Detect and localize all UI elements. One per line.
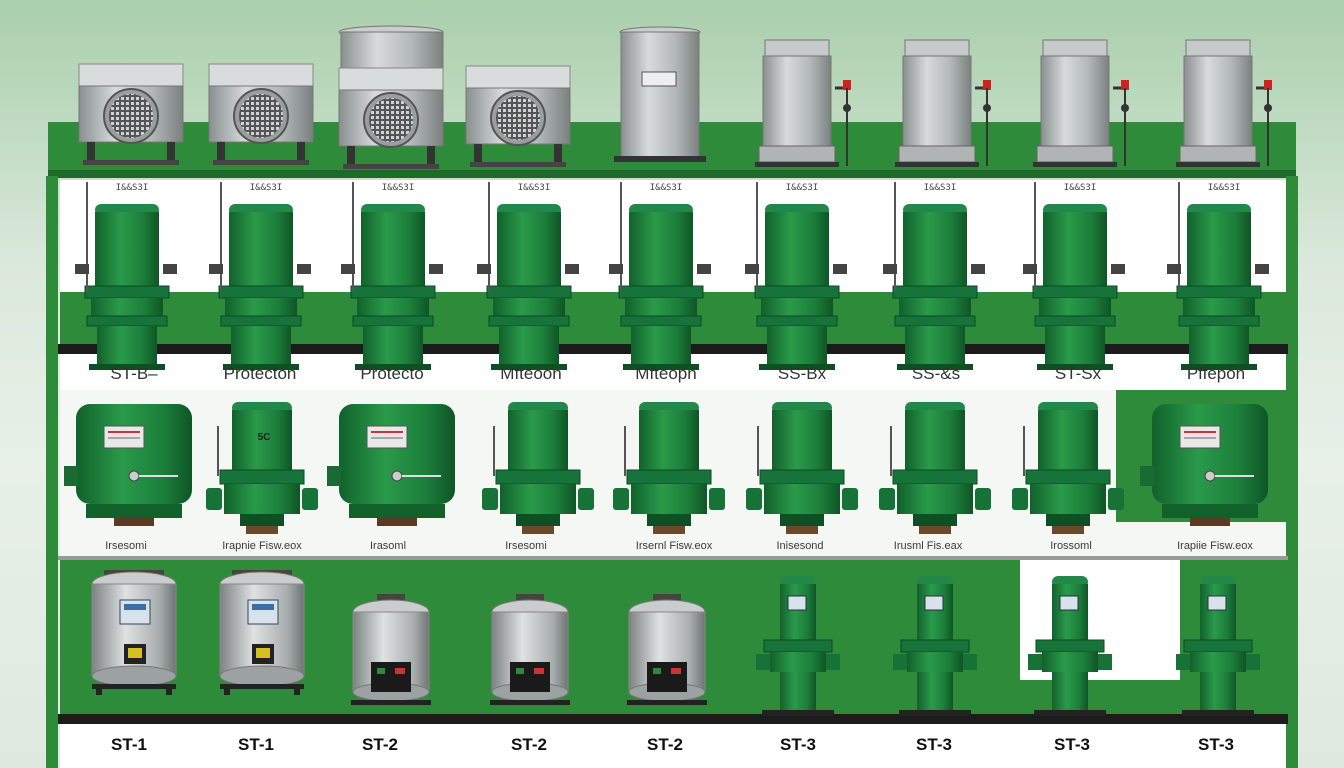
shelf-3 [58,714,1288,724]
row2-label: Irapnie Fisw.eox [222,540,302,552]
row3-label: ST-3 [916,735,952,754]
row1-label: Mfteopn [635,364,697,383]
right-post [1286,176,1298,768]
steel-cylinder-plain [614,26,706,162]
tank-tag: I&&S3I [923,183,957,193]
row3-label: ST-2 [647,735,683,754]
tank-tag: I&&S3I [649,183,683,193]
tank-tag: I&&S3I [115,183,149,193]
row3-label: ST-1 [238,735,274,754]
row1-label: ST-Sx [1054,364,1102,383]
row3-label: ST-1 [111,735,147,754]
shelf-2 [58,556,1288,560]
row1-label: ST-B– [110,364,158,383]
row1-label: Pffepon [1186,364,1246,383]
tank-tag: I&&S3I [785,183,819,193]
row2-label: Irsernl Fisw.eox [635,540,713,552]
tank-tag: I&&S3I [381,183,415,193]
row3-label: ST-2 [362,735,398,754]
row3-label: ST-3 [1198,735,1234,754]
tank-tag: I&&S3I [517,183,551,193]
tank-tag: I&&S3I [1207,183,1241,193]
row2-label: Irsesomi [505,540,547,552]
row2-label: Irusml Fis.eax [893,540,963,552]
fan-unit-tall [338,25,444,170]
row2-label: Irossoml [1050,540,1092,552]
row1-label: Protecto [360,364,424,383]
tank-tag: I&&S3I [249,183,283,193]
silver-canister [91,569,177,696]
row2-label: Irasoml [369,540,407,552]
row1-label: SS-&s [911,364,961,383]
row3-label: ST-2 [511,735,547,754]
row1-label: Mfteoon [500,364,562,383]
row3-label: ST-3 [780,735,816,754]
silver-canister-small [489,593,571,706]
left-post [46,176,58,768]
row3-label: ST-3 [1054,735,1090,754]
tank-tag: I&&S3I [1063,183,1097,193]
row2-label: Inisesond [776,540,824,552]
silver-canister [219,569,305,696]
row1-label: Protecton [223,364,297,383]
row2-label: Irsesomi [105,540,147,552]
row2-label: Irapiie Fisw.eox [1177,540,1253,552]
silver-canister-small [350,593,432,706]
label-strip-3 [60,724,1286,768]
tank-plate: 5C [257,432,271,443]
silver-canister-small [626,593,708,706]
row1-label: SS-Bx [777,364,827,383]
